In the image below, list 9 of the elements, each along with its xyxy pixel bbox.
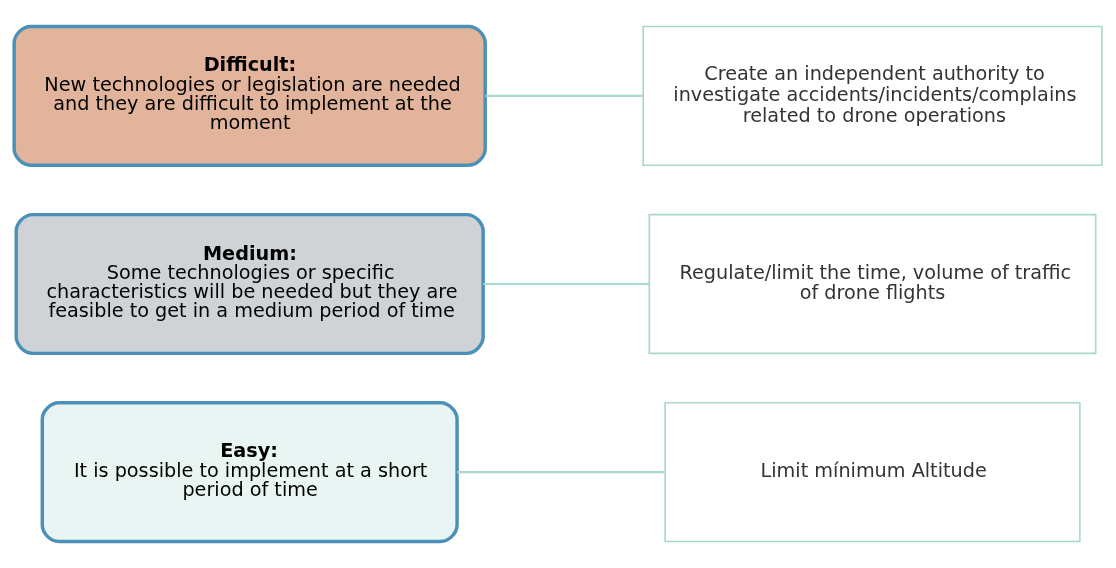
node-box: Create an independent authority to investigate accidents/incidents/complains related to drone operations xyxy=(642,25,1103,167)
connector xyxy=(457,471,665,474)
node-box: Medium: Some technologies or specific characteristics will be needed but they are feasible to get in a medium period of time xyxy=(14,212,485,356)
node-box: Limit mínimum Altitude xyxy=(664,401,1081,543)
node-box: Easy: It is possible to implement at a short period of time xyxy=(40,401,459,544)
connector xyxy=(485,94,644,97)
node-box: Regulate/limit the time, volume of traffic of drone flights xyxy=(648,213,1097,355)
node-box: Difficult: New technologies or legislation are needed and they are difficult to implement at the moment xyxy=(12,24,487,167)
connector xyxy=(483,282,650,286)
